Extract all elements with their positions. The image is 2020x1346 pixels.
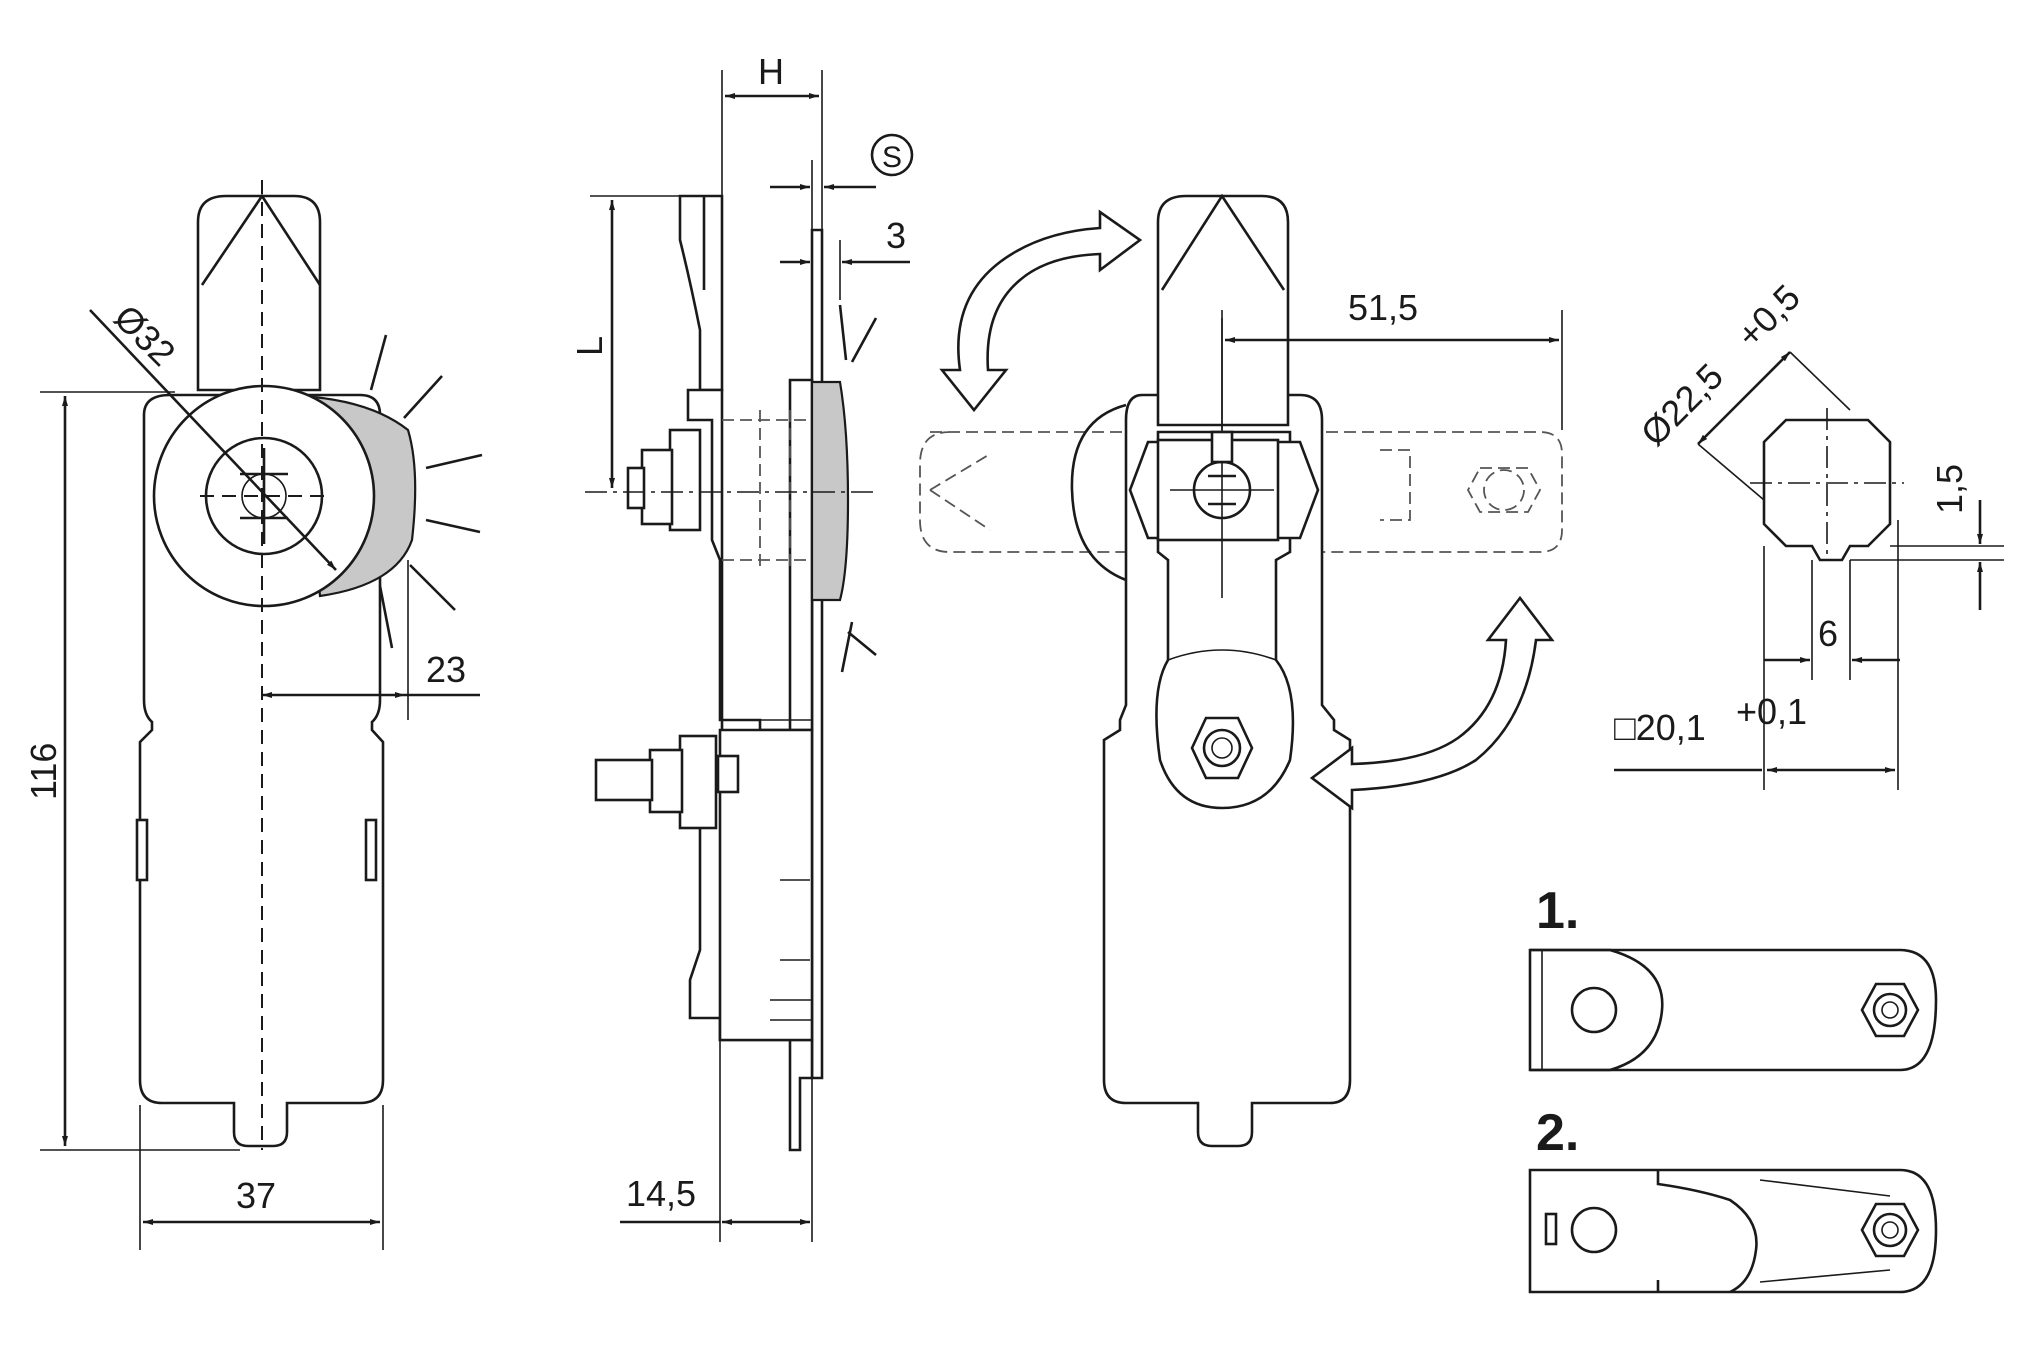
cam-variant-1: 1. xyxy=(1528,882,1938,1072)
cam-variant-2: 2. xyxy=(1528,1104,1938,1294)
dim-3-label: 3 xyxy=(886,215,906,256)
width-37-label: 37 xyxy=(236,1175,276,1216)
dim-S-label: S xyxy=(882,141,902,174)
variant-1-label: 1. xyxy=(1536,882,1579,940)
tol-0-1-label: +0,1 xyxy=(1736,691,1807,732)
side-view: H S 3 L 14,5 xyxy=(569,51,914,1242)
dim-14-5-label: 14,5 xyxy=(626,1173,696,1214)
dim-51-5-label: 51,5 xyxy=(1348,287,1418,328)
dia-22-5-label: Ø22,5 xyxy=(1633,355,1731,453)
tol-0-5-label: +0,5 xyxy=(1729,276,1808,355)
dim-1-5-label: 1,5 xyxy=(1929,464,1970,514)
dim-L-label: L xyxy=(569,336,610,356)
variant-2-label: 2. xyxy=(1536,1104,1579,1162)
width-23-label: 23 xyxy=(426,649,466,690)
front-view: Ø32 116 37 23 xyxy=(23,180,483,1250)
sq-20-1-label: □20,1 xyxy=(1614,707,1706,748)
handle xyxy=(196,194,322,392)
dim-H-label: H xyxy=(758,51,784,92)
shaft-detail: Ø22,5 +0,5 1,5 6 □20,1 +0,1 xyxy=(1614,276,2004,790)
dia-32-label: Ø32 xyxy=(106,297,183,374)
side-handle xyxy=(678,194,724,392)
rear-view: 51,5 xyxy=(919,193,1563,1148)
height-116-label: 116 xyxy=(23,743,64,800)
dim-6-label: 6 xyxy=(1818,613,1838,654)
